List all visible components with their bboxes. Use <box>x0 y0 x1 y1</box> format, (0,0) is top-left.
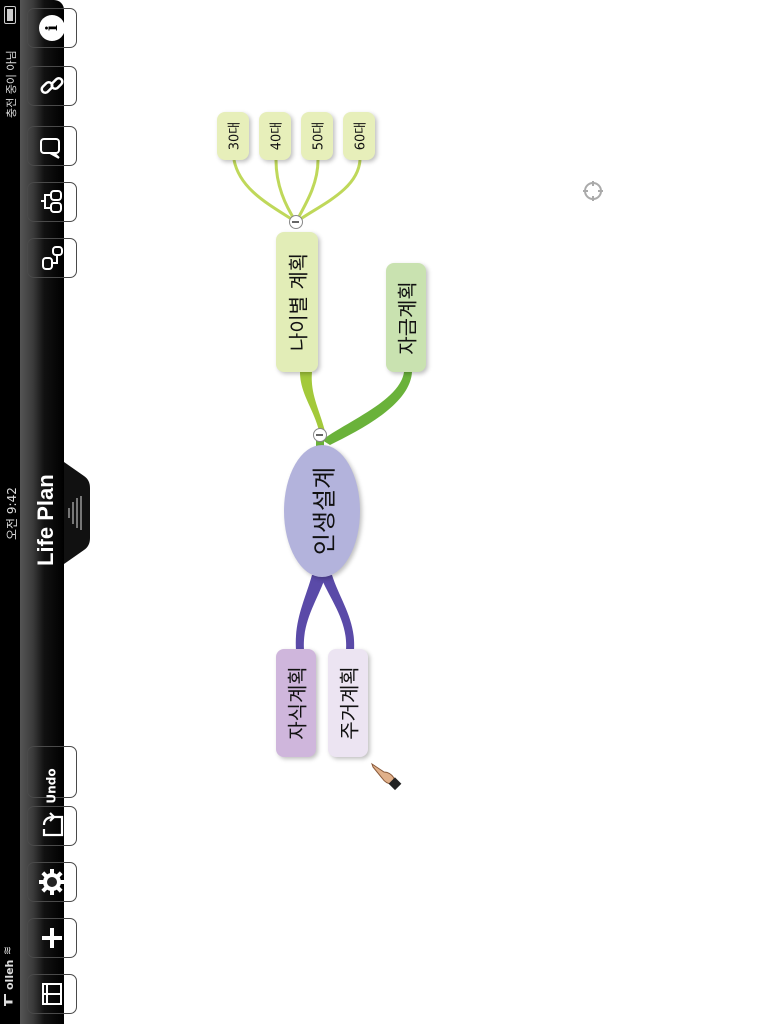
callout-button[interactable] <box>27 126 77 166</box>
gear-icon <box>39 869 65 895</box>
battery-icon <box>4 6 16 24</box>
topic-housing-plan[interactable]: 주거계획 <box>328 649 368 757</box>
share-icon <box>42 812 64 837</box>
topic-funds-plan[interactable]: 자금계획 <box>386 263 426 372</box>
topic-age-plan[interactable]: 나이별 계획 <box>276 232 318 372</box>
add-child-icon <box>42 246 63 270</box>
drawer-handle[interactable] <box>64 462 90 564</box>
plus-icon <box>42 928 62 948</box>
book-icon <box>42 983 62 1005</box>
topic-30s[interactable]: 30대 <box>217 112 249 160</box>
topic-60s[interactable]: 60대 <box>343 112 375 160</box>
info-icon: i <box>39 15 65 41</box>
link-button[interactable] <box>27 66 77 106</box>
settings-button[interactable] <box>27 862 77 902</box>
add-sibling-icon <box>41 190 62 213</box>
topic-40s[interactable]: 40대 <box>259 112 291 160</box>
central-topic[interactable]: 인생설계 <box>284 445 360 577</box>
add-button[interactable] <box>27 918 77 958</box>
documents-button[interactable] <box>27 974 77 1014</box>
signal-icon <box>4 994 16 1018</box>
callout-icon <box>40 138 60 159</box>
status-bar: 충전 중이 아님 오전 9:42 olleh ≋ <box>0 0 20 1024</box>
collapse-toggle-age-plan[interactable] <box>289 215 303 229</box>
info-button[interactable]: i <box>27 8 77 48</box>
undo-button[interactable]: Undo <box>27 746 77 804</box>
add-sibling-button[interactable] <box>27 182 77 222</box>
topic-children-plan[interactable]: 자식계획 <box>276 649 316 757</box>
toolbar: i Life Plan Undo <box>20 0 77 1024</box>
svg-text:i: i <box>42 25 61 31</box>
share-button[interactable] <box>27 806 77 846</box>
pointing-hand-icon <box>371 762 402 791</box>
add-child-button[interactable] <box>27 238 77 278</box>
crosshair-icon[interactable] <box>582 180 604 202</box>
collapse-toggle-central[interactable] <box>313 428 327 442</box>
link-icon <box>40 76 64 95</box>
topic-50s[interactable]: 50대 <box>301 112 333 160</box>
